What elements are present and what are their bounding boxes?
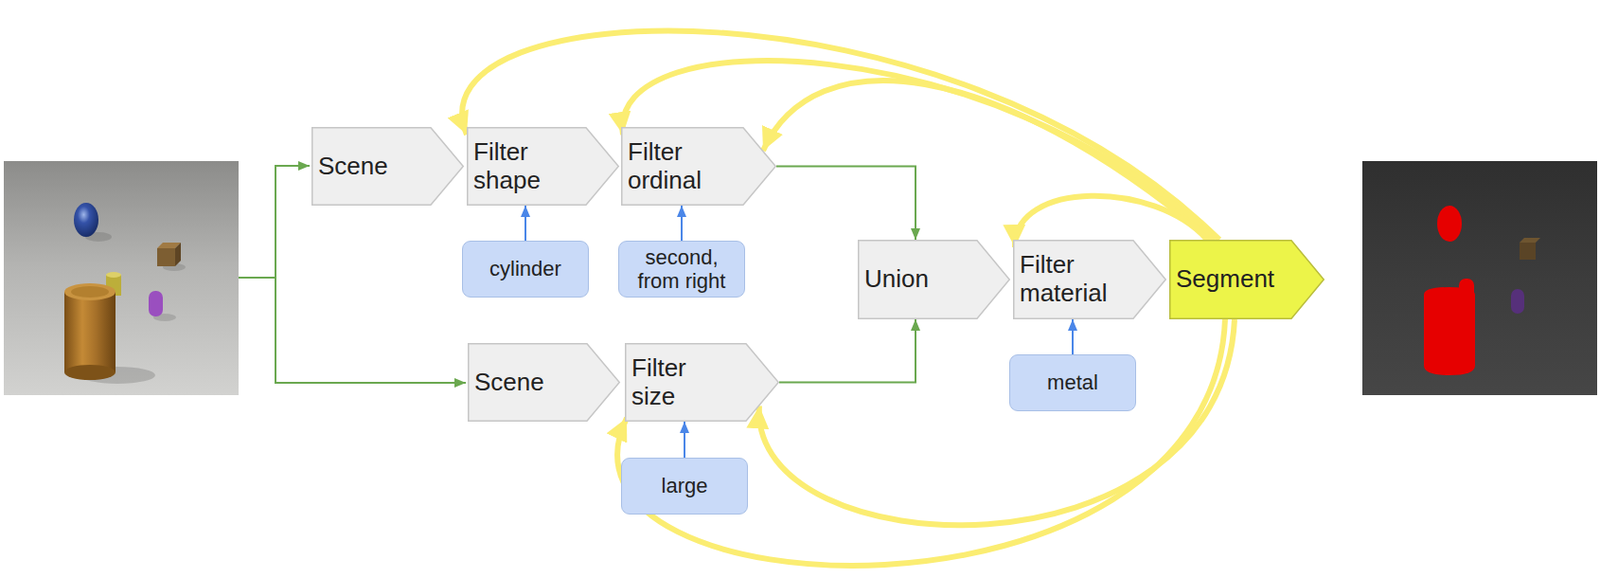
module-block: Scene bbox=[467, 342, 621, 422]
argument-arrow bbox=[524, 205, 527, 241]
module-label: Segment bbox=[1175, 265, 1275, 294]
argument-arrow bbox=[680, 205, 683, 241]
input-image bbox=[3, 160, 239, 395]
feedback-arrow bbox=[462, 31, 1220, 240]
module-label: Filter ordinal bbox=[627, 138, 727, 196]
module-block: Scene bbox=[311, 126, 464, 206]
module-block: Filter shape bbox=[466, 126, 620, 206]
output-module: Segment bbox=[1169, 239, 1325, 320]
argument-box: metal bbox=[1009, 354, 1137, 411]
input-wire bbox=[238, 165, 310, 278]
argument-box: cylinder bbox=[462, 240, 589, 298]
argument-label: large bbox=[661, 473, 709, 498]
feedback-arrow bbox=[617, 319, 1226, 566]
argument-arrow bbox=[683, 421, 686, 458]
argument-label: metal bbox=[1047, 370, 1099, 394]
feedback-arrow bbox=[763, 80, 1211, 240]
argument-label: cylinder bbox=[489, 256, 562, 281]
module-label: Filter size bbox=[631, 354, 730, 411]
module-block: Union bbox=[857, 239, 1011, 320]
feedback-arrow bbox=[759, 319, 1235, 525]
output-image bbox=[1362, 160, 1598, 395]
module-label: Filter shape bbox=[473, 138, 572, 196]
feedback-arrow bbox=[622, 60, 1215, 240]
argument-box: large bbox=[621, 457, 748, 515]
argument-box: second, from right bbox=[618, 240, 746, 298]
module-label: Union bbox=[864, 265, 929, 294]
feedback-arrow bbox=[1014, 195, 1208, 248]
module-label: Scene bbox=[318, 152, 389, 181]
module-label: Scene bbox=[474, 368, 545, 397]
argument-label: second, from right bbox=[628, 245, 735, 294]
module-block: Filter material bbox=[1013, 239, 1167, 320]
module-block: Filter ordinal bbox=[621, 126, 777, 206]
input-wire bbox=[275, 277, 466, 383]
argument-arrow bbox=[1071, 319, 1074, 355]
data-flow-arrow bbox=[779, 319, 916, 383]
module-block: Filter size bbox=[624, 342, 780, 422]
data-flow-arrow bbox=[776, 166, 916, 241]
module-label: Filter material bbox=[1019, 250, 1119, 308]
